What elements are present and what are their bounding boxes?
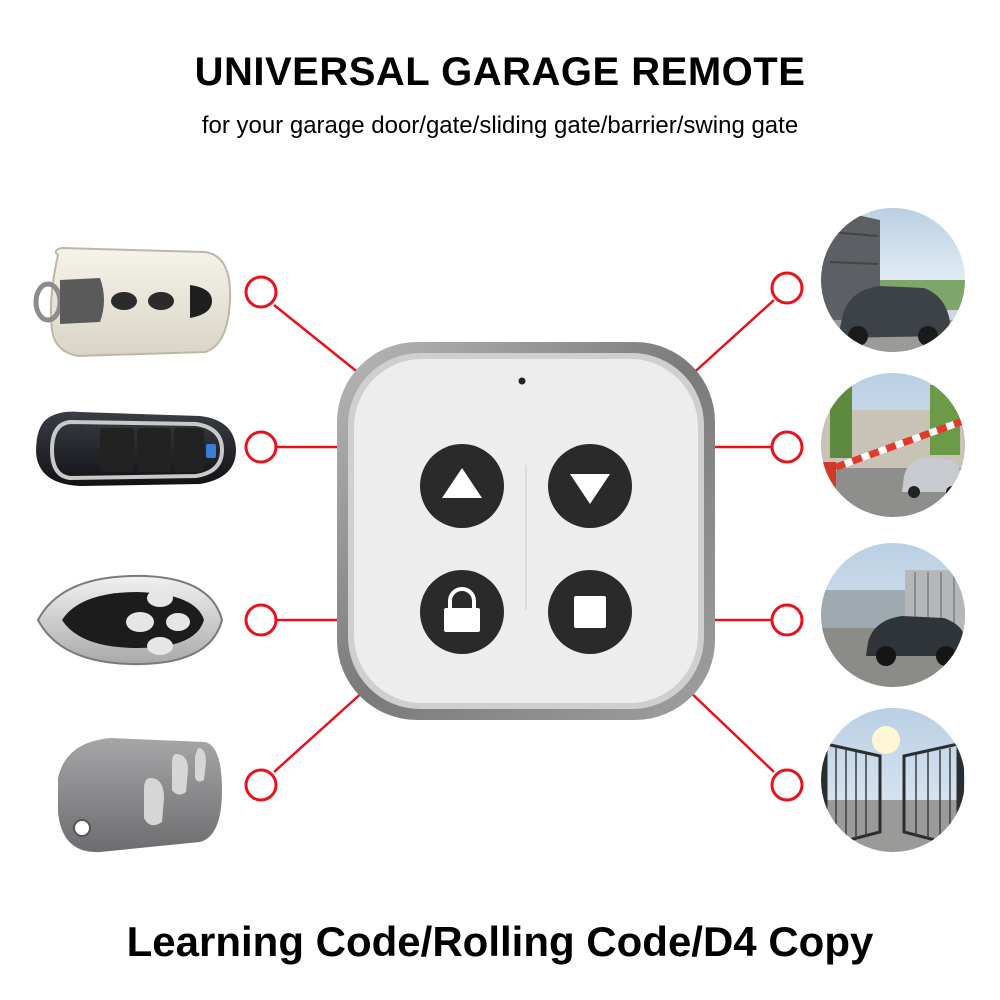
led-indicator [518,377,526,385]
sliding-gate-photo [821,543,965,687]
feature-caption: Learning Code/Rolling Code/D4 Copy [126,918,874,965]
connector-nodes [244,271,804,802]
lock-button[interactable] [420,570,504,654]
up-button[interactable] [420,444,504,528]
black-remote [36,411,236,486]
padlock-icon [444,587,480,632]
garage-door-photo [821,208,965,352]
page-subtitle: for your garage door/gate/sliding gate/b… [201,112,799,139]
swing-gate-photo [821,708,965,852]
silver-remote [36,574,224,666]
down-arrow-icon [570,474,610,504]
universal-remote [337,342,715,720]
page-title: UNIVERSAL GARAGE REMOTE [194,50,806,94]
white-remote [33,246,232,358]
connector-lines [273,299,775,773]
up-arrow-icon [442,468,482,498]
stop-square-icon [574,596,606,628]
barrier-photo [821,373,965,517]
down-button[interactable] [548,444,632,528]
grey-remote [58,738,222,853]
stop-button[interactable] [548,570,632,654]
